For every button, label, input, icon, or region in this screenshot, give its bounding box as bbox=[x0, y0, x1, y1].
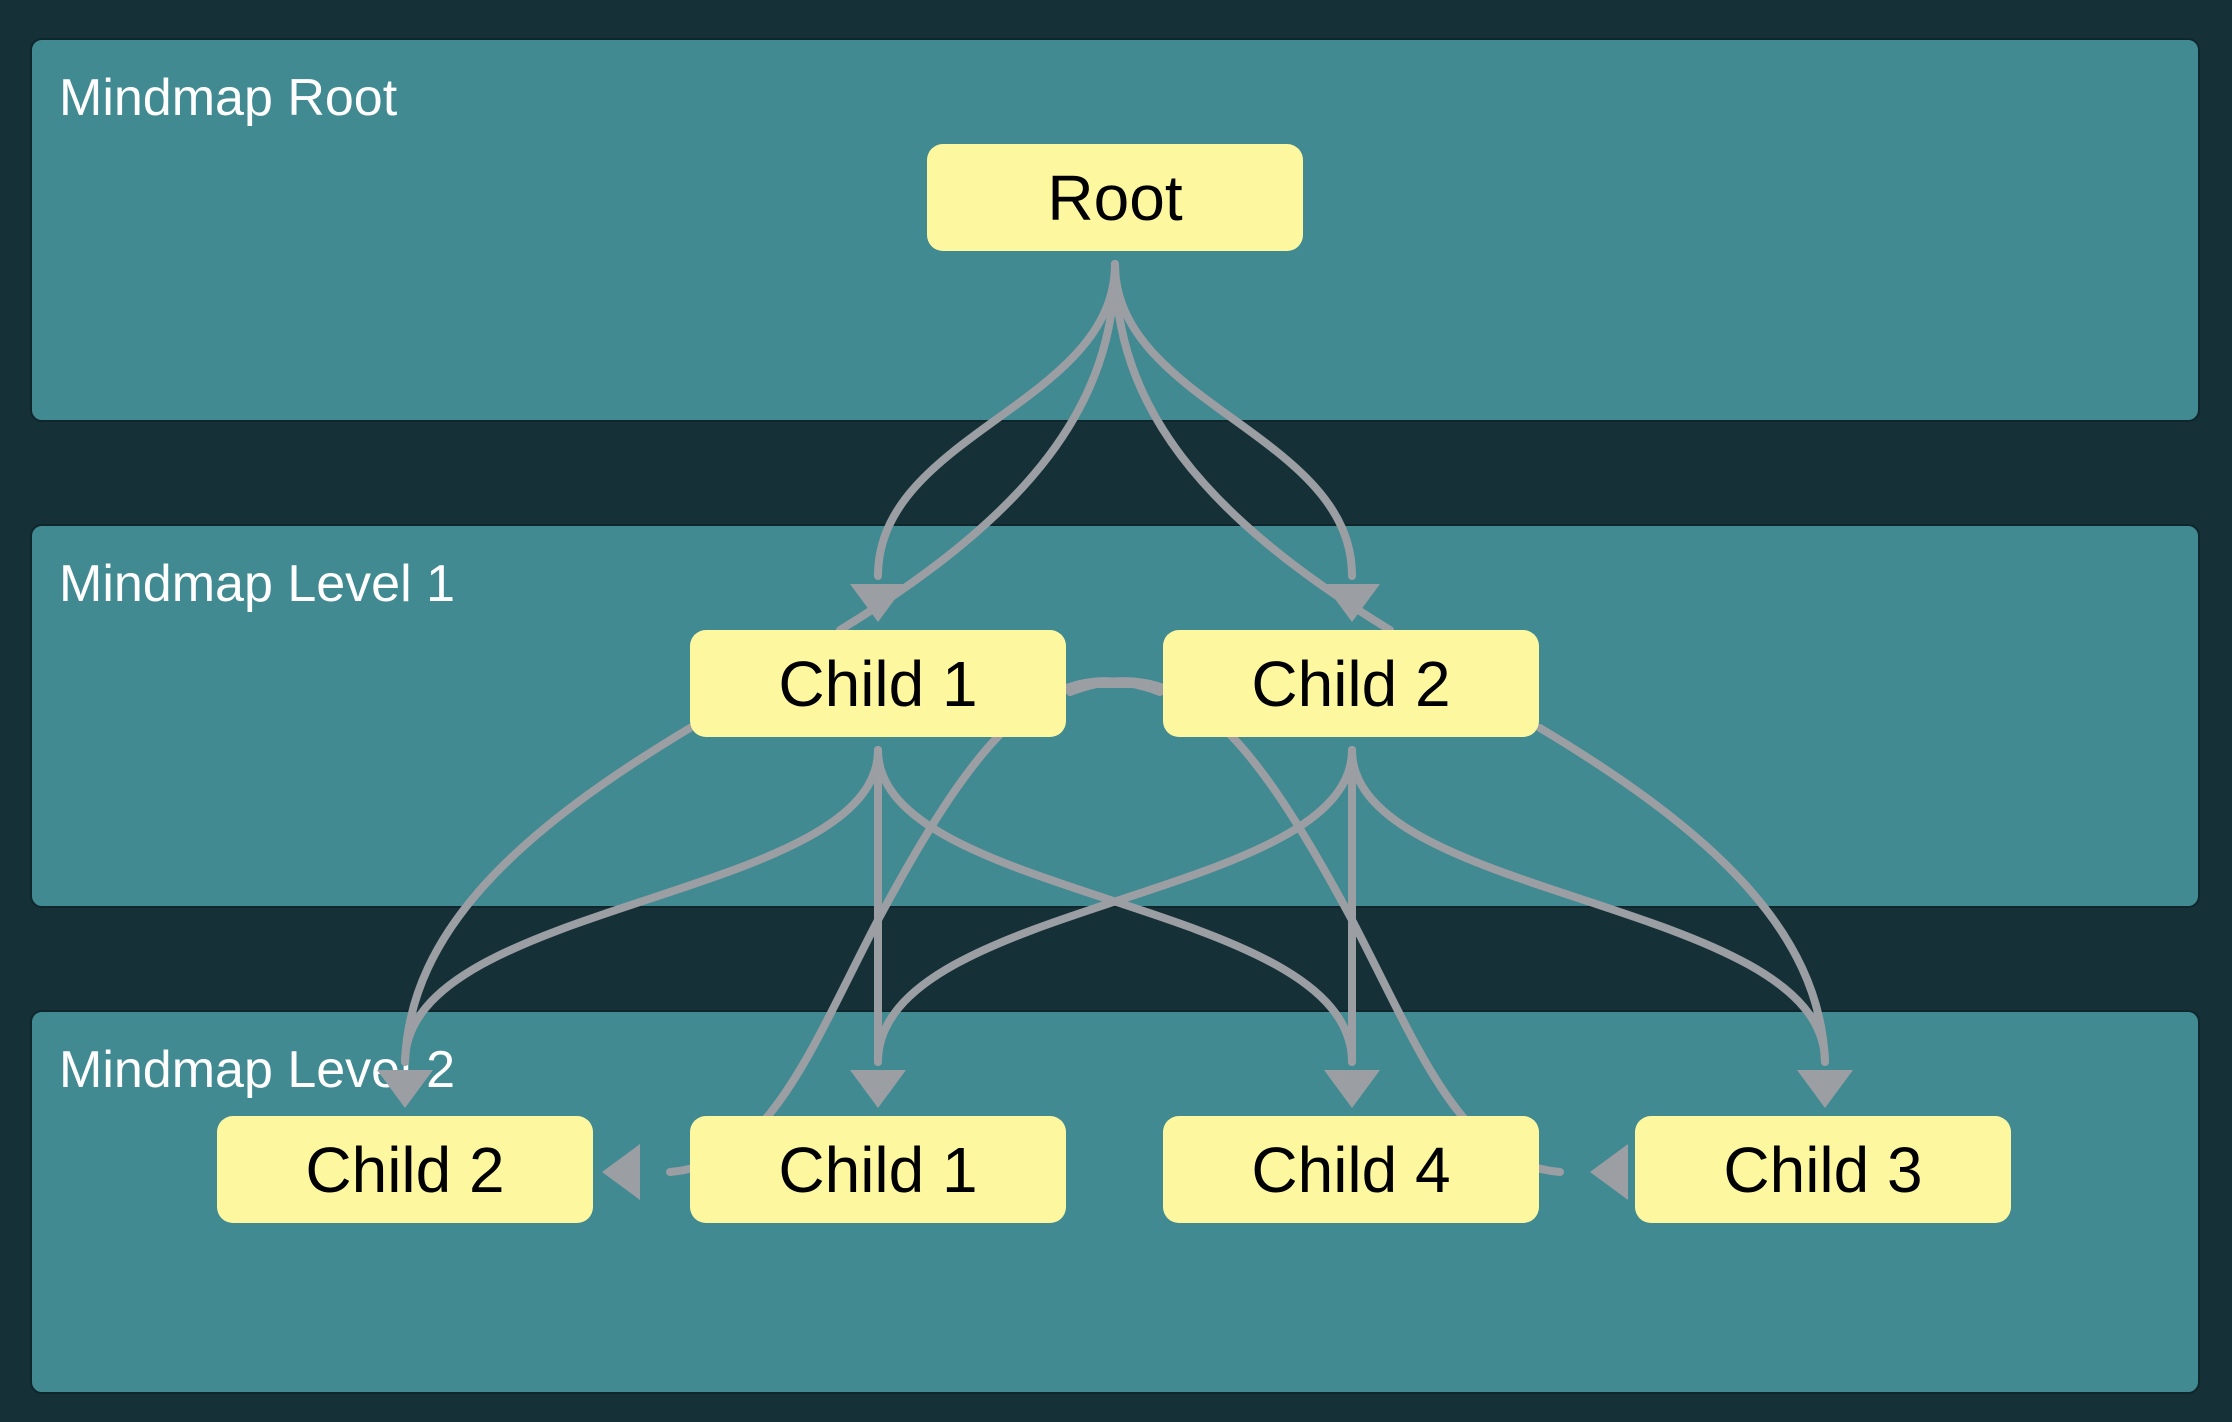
node-level2-child3[interactable]: Child 3 bbox=[1635, 1116, 2011, 1223]
node-level2-child4[interactable]: Child 4 bbox=[1163, 1116, 1539, 1223]
band-mindmap-level-1: Mindmap Level 1 bbox=[30, 524, 2200, 908]
node-level1-child2[interactable]: Child 2 bbox=[1163, 630, 1539, 737]
node-level2-child1[interactable]: Child 1 bbox=[690, 1116, 1066, 1223]
band-label-root: Mindmap Root bbox=[59, 69, 398, 127]
band-label-level-1: Mindmap Level 1 bbox=[59, 555, 455, 613]
node-root[interactable]: Root bbox=[927, 144, 1303, 251]
band-label-level-2: Mindmap Level 2 bbox=[59, 1041, 455, 1099]
node-level1-child1[interactable]: Child 1 bbox=[690, 630, 1066, 737]
node-level2-child2[interactable]: Child 2 bbox=[217, 1116, 593, 1223]
